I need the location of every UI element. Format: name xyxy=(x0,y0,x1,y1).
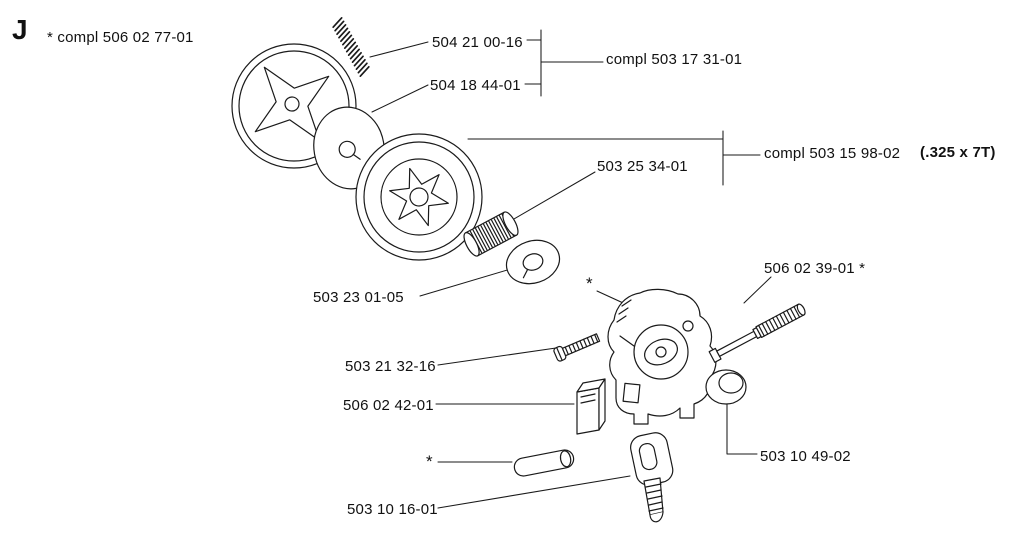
bearing-drawing xyxy=(463,211,519,257)
part-label-plug: 503 10 49-02 xyxy=(760,448,851,465)
part-label-drum-complete: compl 503 15 98-02 xyxy=(764,145,901,162)
part-label-chain-catcher: 503 10 16-01 xyxy=(347,501,438,518)
part-label-cover-asterisk: * xyxy=(586,274,593,293)
plug-drawing xyxy=(705,369,747,405)
part-label-screw: 503 21 32-16 xyxy=(345,358,436,375)
section-letter: J xyxy=(12,14,28,45)
part-label-pin-asterisk: * xyxy=(426,452,433,471)
diagram-note: * compl 506 02 77-01 xyxy=(47,29,194,46)
tensioner-cover-drawing xyxy=(607,288,717,425)
washer-outer-drawing xyxy=(505,239,561,285)
part-label-spring: 504 21 00-16 xyxy=(432,34,523,51)
part-label-needle-bearing: 503 25 34-01 xyxy=(597,158,688,175)
tensioner-screw-drawing xyxy=(708,303,806,363)
part-label-washer-outer: 503 23 01-05 xyxy=(313,289,404,306)
part-label-tensioner-screw: 506 02 39-01 * xyxy=(764,260,866,277)
drum-drawing xyxy=(355,133,483,261)
screw-drawing xyxy=(553,333,601,362)
pin-drawing xyxy=(513,449,575,477)
spring-drawing xyxy=(332,17,370,77)
part-label-tensioner-block: 506 02 42-01 xyxy=(343,397,434,414)
part-label-clutch-complete: compl 503 17 31-01 xyxy=(606,51,743,68)
part-label-washer-inner: 504 18 44-01 xyxy=(430,77,521,94)
catcher-drawing xyxy=(630,432,674,523)
part-label-drum-spec: (.325 x 7T) xyxy=(920,144,996,161)
leader-lines xyxy=(369,29,772,509)
block-drawing xyxy=(576,378,606,435)
